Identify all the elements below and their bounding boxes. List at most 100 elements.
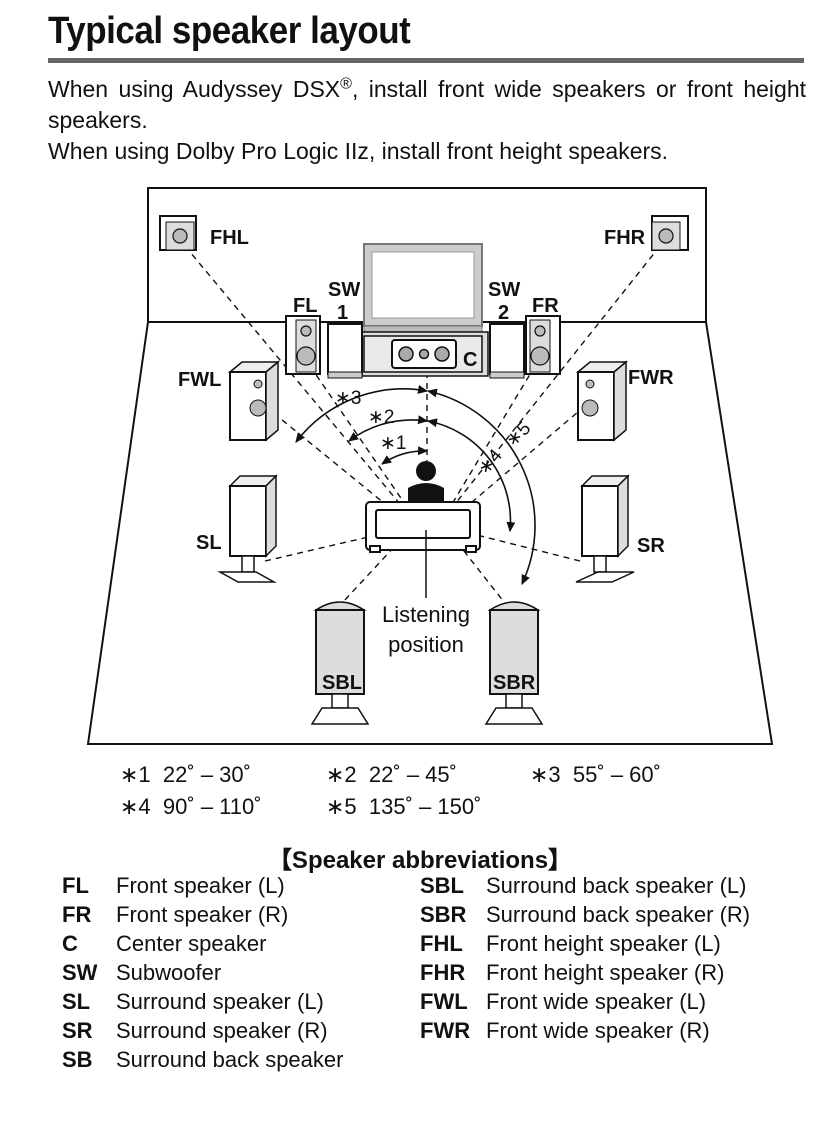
angle-mark-5: ∗5 [502, 418, 536, 452]
abbr-text: Center speaker [116, 931, 267, 956]
label-fwr: FWR [628, 367, 674, 389]
abbreviations-right-column: SBL Surround back speaker (L) SBR Surround… [420, 873, 750, 1047]
angle-mark-1: ∗1 [380, 433, 407, 454]
front-height-speaker-right [651, 215, 689, 251]
abbr-text: Surround back speaker [116, 1047, 344, 1072]
label-fr: FR [532, 295, 559, 317]
abbr-text: Front wide speaker (R) [486, 1018, 710, 1043]
front-height-speaker-left [159, 215, 197, 251]
abbr-row: FR Front speaker (R) [62, 902, 343, 931]
listening-position-line2: position [388, 632, 464, 657]
label-sw1-num: 1 [337, 302, 348, 324]
abbr-row: FL Front speaker (L) [62, 873, 343, 902]
abbr-code: FHL [420, 931, 463, 956]
label-sbr: SBR [493, 672, 536, 694]
abbr-code: SB [62, 1047, 93, 1072]
registered-mark: ® [340, 75, 352, 93]
angle-item-3: ∗3 55˚ – 60˚ [530, 762, 661, 788]
label-sbl: SBL [322, 672, 362, 694]
subwoofer-2 [489, 323, 525, 379]
angle-mark: ∗1 [120, 762, 151, 787]
label-fhr: FHR [604, 227, 646, 249]
intro-dolby: When using Dolby Pro Logic IIz, install … [48, 138, 669, 164]
angle-arcs [295, 385, 536, 586]
angle-mark-3: ∗3 [335, 388, 362, 409]
abbr-text: Front wide speaker (L) [486, 989, 707, 1014]
label-sr: SR [637, 535, 665, 557]
abbr-row: SBL Surround back speaker (L) [420, 873, 750, 902]
abbr-code: SBR [420, 902, 467, 927]
abbr-text: Surround speaker (L) [116, 989, 324, 1014]
abbr-code: FWR [420, 1018, 471, 1043]
angle-range: 135˚ – 150˚ [368, 794, 482, 819]
label-fl: FL [293, 295, 317, 317]
listening-position-line1: Listening [382, 602, 470, 627]
surround-speaker-left [217, 474, 278, 583]
front-speaker-right [525, 315, 561, 375]
angle-item-1: ∗1 22˚ – 30˚ [120, 762, 251, 788]
title-rule [48, 58, 804, 63]
angle-mark: ∗3 [530, 762, 561, 787]
abbr-code: FR [62, 902, 92, 927]
intro-dsx-end: , install front wide speakers or front h… [48, 76, 807, 133]
abbr-code: FWL [420, 989, 468, 1014]
front-wide-speaker-left [227, 360, 281, 442]
label-c: C [463, 349, 477, 371]
abbr-code: FL [62, 873, 89, 898]
angle-item-5: ∗5 135˚ – 150˚ [326, 794, 481, 820]
abbr-row: SB Surround back speaker [62, 1047, 343, 1076]
listener-head [408, 461, 444, 502]
front-wide-speaker-right [575, 360, 629, 442]
abbr-text: Surround speaker (R) [116, 1018, 328, 1043]
label-sw1: SW [328, 279, 360, 301]
abbr-text: Subwoofer [116, 960, 222, 985]
surround-back-speaker-right [484, 601, 544, 725]
abbr-text: Front speaker (R) [116, 902, 289, 927]
angle-range: 22˚ – 45˚ [368, 762, 457, 787]
abbr-text: Front height speaker (R) [486, 960, 725, 985]
tv-screen [363, 243, 483, 333]
label-sw2-num: 2 [498, 302, 509, 324]
angle-mark: ∗4 [120, 794, 151, 819]
label-fhl: FHL [210, 227, 249, 249]
angle-range: 22˚ – 30˚ [162, 762, 251, 787]
abbr-code: C [62, 931, 78, 956]
abbr-text: Front speaker (L) [116, 873, 285, 898]
abbr-row: FHL Front height speaker (L) [420, 931, 750, 960]
abbr-row: FWR Front wide speaker (R) [420, 1018, 750, 1047]
intro-text: When using Audyssey DSX®, install front … [48, 74, 806, 167]
angle-mark: ∗2 [326, 762, 357, 787]
abbr-code: SW [62, 960, 98, 985]
angle-range: 55˚ – 60˚ [572, 762, 661, 787]
abbr-text: Surround back speaker (L) [486, 873, 747, 898]
abbr-row: SW Subwoofer [62, 960, 343, 989]
front-speaker-left [285, 315, 321, 375]
angle-item-4: ∗4 90˚ – 110˚ [120, 794, 262, 820]
abbr-code: SR [62, 1018, 93, 1043]
label-sl: SL [196, 532, 222, 554]
speaker-layout-diagram: ∗3 ∗2 ∗1 ∗4 ∗5 C SW 1 SW 2 FL [86, 187, 774, 745]
angle-mark-2: ∗2 [368, 407, 395, 428]
abbr-text: Surround back speaker (R) [486, 902, 751, 927]
abbr-text: Front height speaker (L) [486, 931, 721, 956]
intro-dsx: When using Audyssey DSX®, install front … [48, 74, 806, 136]
abbreviations-title: 【Speaker abbreviations】 [267, 847, 573, 874]
label-fwl: FWL [178, 369, 221, 391]
abbr-code: SBL [420, 873, 464, 898]
page-title: Typical speaker layout [48, 10, 411, 52]
abbr-row: FHR Front height speaker (R) [420, 960, 750, 989]
angle-range: 90˚ – 110˚ [162, 794, 262, 819]
listening-sofa [365, 501, 481, 553]
surround-speaker-right [575, 474, 635, 583]
abbr-row: SR Surround speaker (R) [62, 1018, 343, 1047]
intro-dsx-start: When using Audyssey DSX [48, 76, 341, 102]
abbr-code: FHR [420, 960, 466, 985]
abbr-row: SBR Surround back speaker (R) [420, 902, 750, 931]
center-speaker [391, 339, 457, 369]
subwoofer-1 [327, 323, 363, 379]
angle-item-2: ∗2 22˚ – 45˚ [326, 762, 457, 788]
surround-back-speaker-left [310, 601, 370, 725]
abbr-row: C Center speaker [62, 931, 343, 960]
